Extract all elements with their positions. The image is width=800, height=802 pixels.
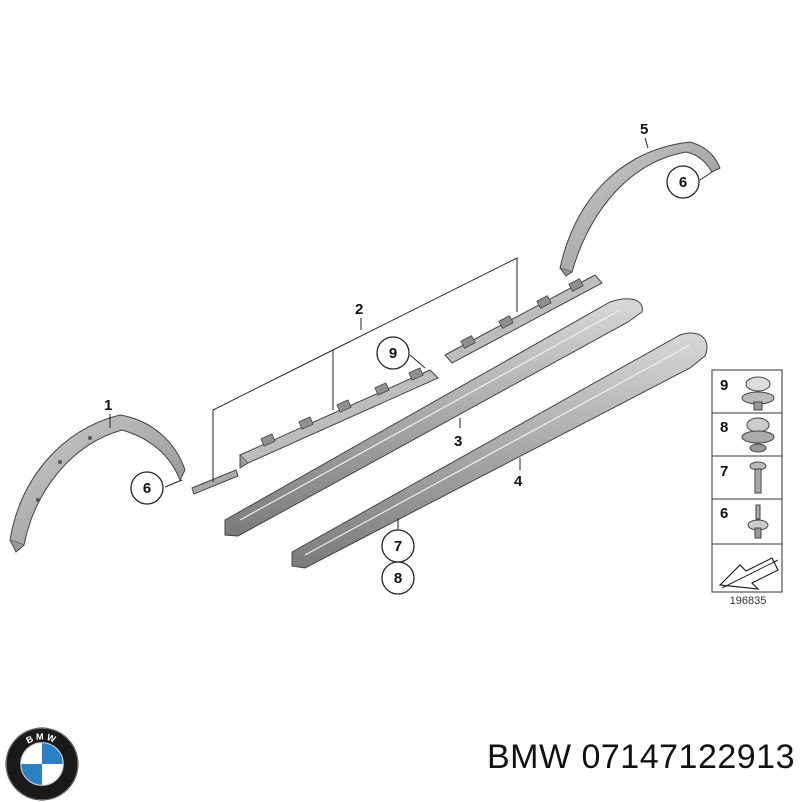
sill-panel-lower: [291, 332, 708, 569]
svg-text:6: 6: [679, 174, 687, 191]
svg-text:9: 9: [720, 377, 728, 394]
svg-text:6: 6: [720, 505, 728, 522]
wheel-arch-front: [9, 414, 186, 553]
legend-row-6: 6: [720, 504, 769, 539]
callout-6-rear: 6: [666, 165, 700, 199]
wheel-arch-rear: [559, 141, 721, 277]
legend-row-9: 9: [720, 376, 775, 411]
svg-text:6: 6: [143, 480, 151, 497]
svg-text:9: 9: [389, 345, 397, 362]
part-number: 07147122913: [581, 738, 795, 776]
sill-trim-upper: [224, 298, 643, 537]
callout-5: 5: [640, 121, 648, 138]
legend-row-7: 7: [720, 461, 767, 494]
part-caption: BMW 07147122913: [410, 738, 795, 777]
callout-9: 9: [376, 336, 410, 370]
callout-7: 7: [381, 529, 415, 563]
svg-text:7: 7: [394, 538, 402, 555]
bmw-logo: BMW: [5, 727, 79, 801]
fastener-legend: 9 8 7 6: [711, 369, 783, 593]
callout-2: 2: [355, 301, 363, 318]
svg-text:7: 7: [720, 463, 728, 480]
svg-text:8: 8: [720, 419, 728, 436]
svg-text:BMW: BMW: [25, 732, 60, 746]
leader-lines: [109, 137, 713, 532]
svg-text:8: 8: [394, 570, 402, 587]
arrow-icon: [718, 557, 779, 590]
legend-row-8: 8: [720, 417, 775, 453]
callout-6-front: 6: [130, 471, 164, 505]
callout-4: 4: [514, 473, 523, 490]
reference-number: 196835: [730, 595, 767, 607]
callout-3: 3: [454, 433, 462, 450]
mounting-rail: [191, 274, 603, 495]
brand-label: BMW: [486, 738, 572, 776]
callout-8: 8: [381, 561, 415, 595]
callout-1: 1: [104, 397, 112, 414]
